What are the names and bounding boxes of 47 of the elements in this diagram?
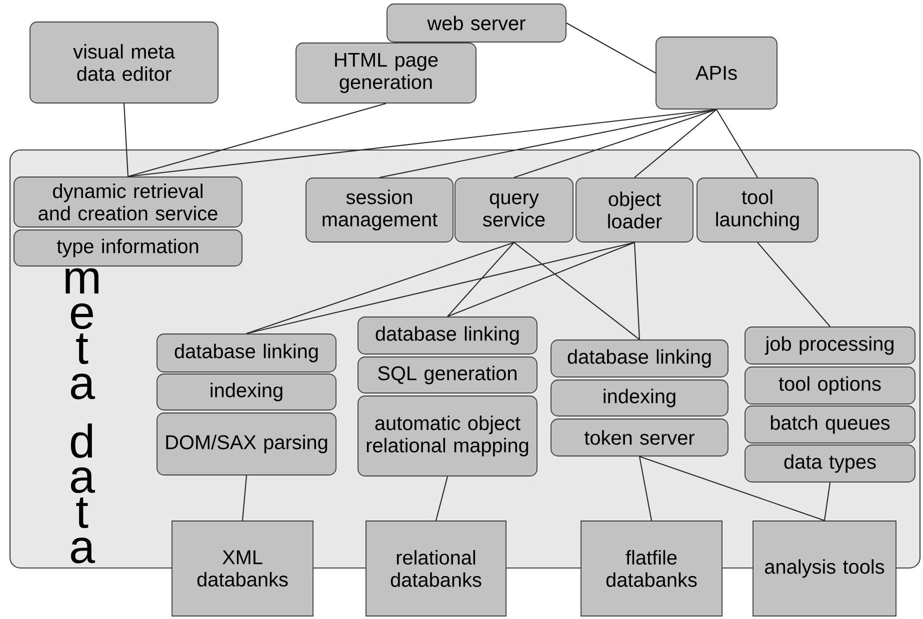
connector-line xyxy=(242,475,248,521)
connector-line xyxy=(379,108,717,178)
connector-line xyxy=(246,242,635,334)
databank-box: flatfile databanks xyxy=(580,520,722,616)
connector-line xyxy=(128,102,386,178)
component-box: web server xyxy=(386,4,566,42)
component-box: DOM/SAX parsing xyxy=(156,412,336,476)
connector-line xyxy=(447,242,514,317)
databank-box: relational databanks xyxy=(366,520,506,616)
connector-line xyxy=(566,22,656,74)
component-box: SQL generation xyxy=(358,356,538,394)
connector-line xyxy=(123,103,129,177)
connector-line xyxy=(246,242,514,334)
component-box: batch queues xyxy=(744,406,916,444)
connector-line xyxy=(639,456,825,522)
component-box: dynamic retrieval and creation service xyxy=(14,176,242,228)
component-box: indexing xyxy=(550,380,728,416)
component-box: job processing xyxy=(744,326,916,364)
component-box: tool launching xyxy=(696,178,818,242)
component-box: tool options xyxy=(744,366,916,404)
component-box: indexing xyxy=(156,374,336,410)
databank-box: XML databanks xyxy=(172,520,314,616)
component-box: database linking xyxy=(358,316,538,354)
connector-line xyxy=(757,242,830,327)
connector-line xyxy=(638,456,652,521)
component-box: data types xyxy=(744,444,916,482)
component-box: database linking xyxy=(156,334,336,372)
component-box: token server xyxy=(550,418,728,456)
component-box: automatic object relational mapping xyxy=(358,396,538,476)
component-box: visual meta data editor xyxy=(30,22,218,104)
connector-line xyxy=(128,108,717,178)
connector-line xyxy=(716,109,758,178)
connector-line xyxy=(514,108,717,178)
connector-line xyxy=(634,242,640,340)
connector-line xyxy=(634,109,717,178)
connector-line xyxy=(514,242,640,340)
connector-line xyxy=(447,242,635,318)
connector-line xyxy=(824,482,831,521)
component-box: HTML page generation xyxy=(296,42,476,104)
component-box: database linking xyxy=(550,340,728,378)
component-box: session management xyxy=(306,178,454,242)
component-box: query service xyxy=(454,178,574,242)
component-box: object loader xyxy=(576,178,694,242)
component-box: APIs xyxy=(656,36,778,110)
databank-box: analysis tools xyxy=(752,520,896,616)
connector-line xyxy=(436,476,448,521)
component-box: type information xyxy=(14,230,242,266)
